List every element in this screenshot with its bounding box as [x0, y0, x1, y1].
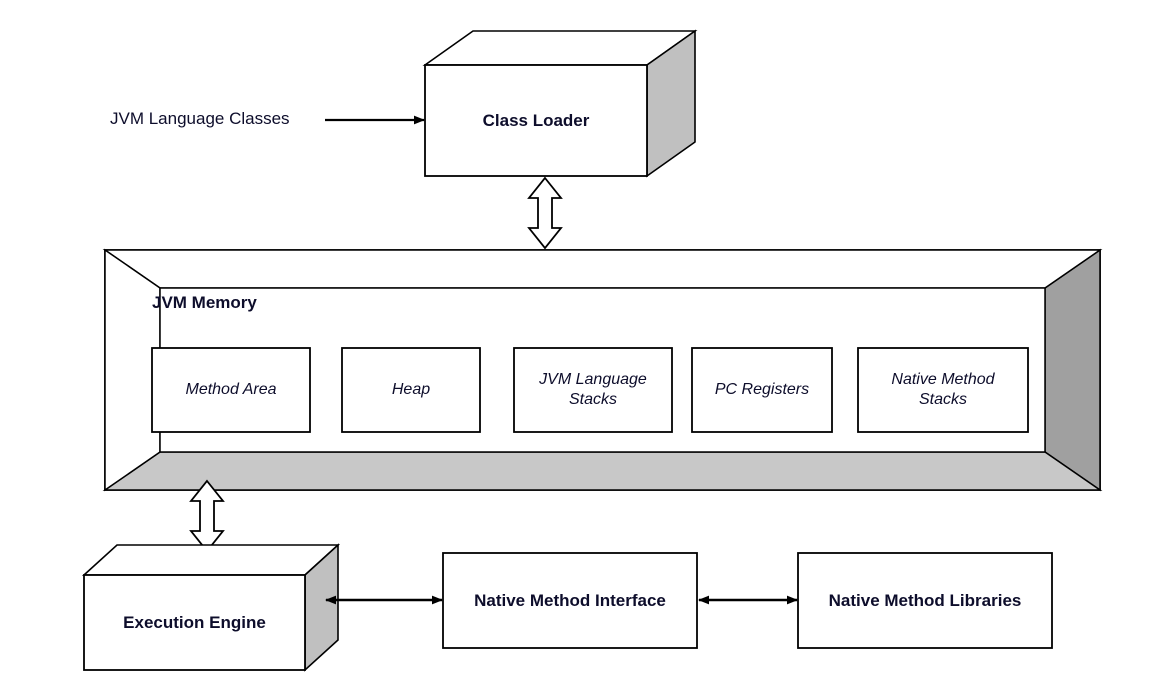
- memory-to-execution-engine-arrow: [189, 479, 225, 553]
- class-loader-front-face: [424, 64, 648, 177]
- jvm-memory-right-band: [1044, 248, 1101, 492]
- execution-engine-box[interactable]: [81, 543, 341, 672]
- native-method-libraries-box[interactable]: [797, 552, 1053, 649]
- region-box-method-area[interactable]: [151, 347, 311, 433]
- native-method-interface-box[interactable]: [442, 552, 698, 649]
- jvm-memory-top-band: [102, 249, 1103, 289]
- class-loader-box[interactable]: [422, 29, 698, 178]
- region-box-native-method-stacks[interactable]: [857, 347, 1029, 433]
- jvm-memory-region-boxes: [151, 347, 1029, 433]
- execution-engine-top-face: [81, 544, 341, 576]
- region-box-heap[interactable]: [341, 347, 481, 433]
- classloader-to-memory-arrow: [527, 176, 563, 250]
- jvm-memory-bottom-band: [102, 451, 1103, 491]
- execution-engine-front-face: [83, 574, 306, 671]
- region-box-jvm-language-stacks[interactable]: [513, 347, 673, 433]
- region-box-pc-registers[interactable]: [691, 347, 833, 433]
